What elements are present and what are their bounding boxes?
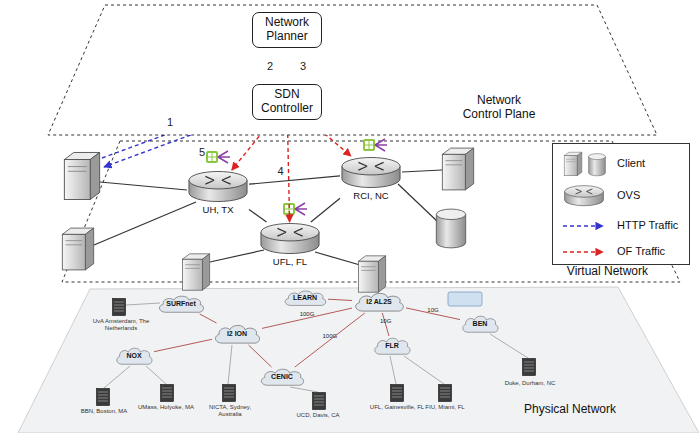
legend-icon [559, 182, 611, 210]
site-label: UCD, Davis, CA [292, 412, 344, 419]
cloud-path [261, 369, 303, 385]
node-text: NOX [126, 352, 141, 360]
node-text: BEN [473, 320, 488, 328]
node-text: FLR [385, 342, 399, 350]
edge-label: 3 [300, 60, 306, 72]
node-text: Network Control Plane [457, 94, 541, 122]
edge-label: 4 [277, 165, 283, 177]
legend-text: OF Traffic [617, 245, 665, 257]
site-label: FIU, Miami, FL [422, 404, 468, 411]
legend-box: ClientOVS HTTP Traffic OF Traffic [552, 143, 690, 265]
process-box: SDN Controller [252, 84, 322, 120]
legend-icon [559, 238, 611, 266]
plane-outline [45, 4, 660, 137]
legend-text: Client [617, 157, 645, 169]
network-cloud: FLR [372, 336, 412, 356]
ovs-switch: RCI, NC [340, 156, 402, 206]
callout-number: 1 [162, 116, 178, 128]
site-label: UFL, Gainesville, FL [368, 404, 426, 411]
decor-use [565, 186, 604, 206]
decor-line [563, 225, 603, 226]
node-text: SDN Controller [257, 88, 317, 116]
router-symbol [187, 170, 249, 204]
router-icon [261, 224, 319, 254]
callout-number: 5 [194, 146, 210, 158]
cloud-path [375, 338, 410, 354]
network-cloud: LEARN [282, 289, 328, 307]
cloud-path [285, 291, 326, 306]
site-label: UMass, Holyoke, MA [138, 404, 194, 411]
site-label: BBN, Boston, MA [78, 408, 130, 415]
node-text: Network Planner [257, 16, 317, 44]
legend-text: OVS [617, 189, 640, 201]
cloud-path [463, 316, 498, 332]
cloud-path [159, 296, 203, 312]
node-text: LEARN [293, 294, 317, 302]
router-icon [189, 172, 247, 202]
network-cloud: BEN [460, 314, 500, 334]
ovs-switch: UFL, FL [259, 222, 321, 272]
site-label: NICTA, Sydney, Australia [198, 404, 262, 417]
site-label: UvA Amsterdam, The Netherlands [90, 318, 152, 331]
node-text: CENIC [271, 373, 293, 381]
edge-label: 10G [380, 317, 391, 324]
network-cloud: SURFnet [156, 294, 206, 314]
cloud-path [117, 348, 152, 364]
plane-polygon [18, 287, 699, 433]
edge-label: 2 [267, 60, 273, 72]
plane-polygon [48, 5, 657, 135]
ovs-switch: UH, TX [187, 170, 249, 220]
process-box: Network Planner [252, 12, 322, 48]
decor-use [564, 152, 582, 176]
decor-line [563, 251, 603, 252]
network-cloud: I2 ION [212, 323, 262, 345]
edge-label: 100G [300, 311, 315, 318]
control-plane: Network Control Plane Network PlannerSDN … [45, 4, 660, 137]
cloud-path [356, 293, 404, 311]
decor-use [64, 152, 99, 199]
node-text: UH, TX [177, 205, 259, 216]
node-text: Virtual Network [548, 265, 648, 279]
node-text: SURFnet [166, 300, 196, 308]
node-text: RCI, NC [330, 191, 412, 202]
node-text: Physical Network [510, 403, 630, 417]
legend-text: HTTP Traffic [617, 219, 678, 231]
legend-icon [559, 212, 611, 240]
cloud-path [215, 325, 259, 343]
network-cloud: CENIC [258, 367, 306, 387]
decor-use [589, 154, 606, 176]
node-text: I2 ION [227, 330, 247, 338]
network-cloud: NOX [114, 346, 154, 366]
edge-label: 100G [323, 333, 338, 340]
router-icon [342, 158, 400, 188]
legend-icon [559, 150, 611, 178]
network-cloud: I2 AL2S [352, 291, 406, 313]
router-symbol [259, 222, 321, 256]
node-text: I2 AL2S [366, 298, 391, 306]
router-symbol [340, 156, 402, 190]
node-text: UFL, FL [249, 257, 331, 268]
edge-label: 10G [427, 306, 438, 313]
site-label: Duke, Durham, NC [504, 380, 556, 387]
